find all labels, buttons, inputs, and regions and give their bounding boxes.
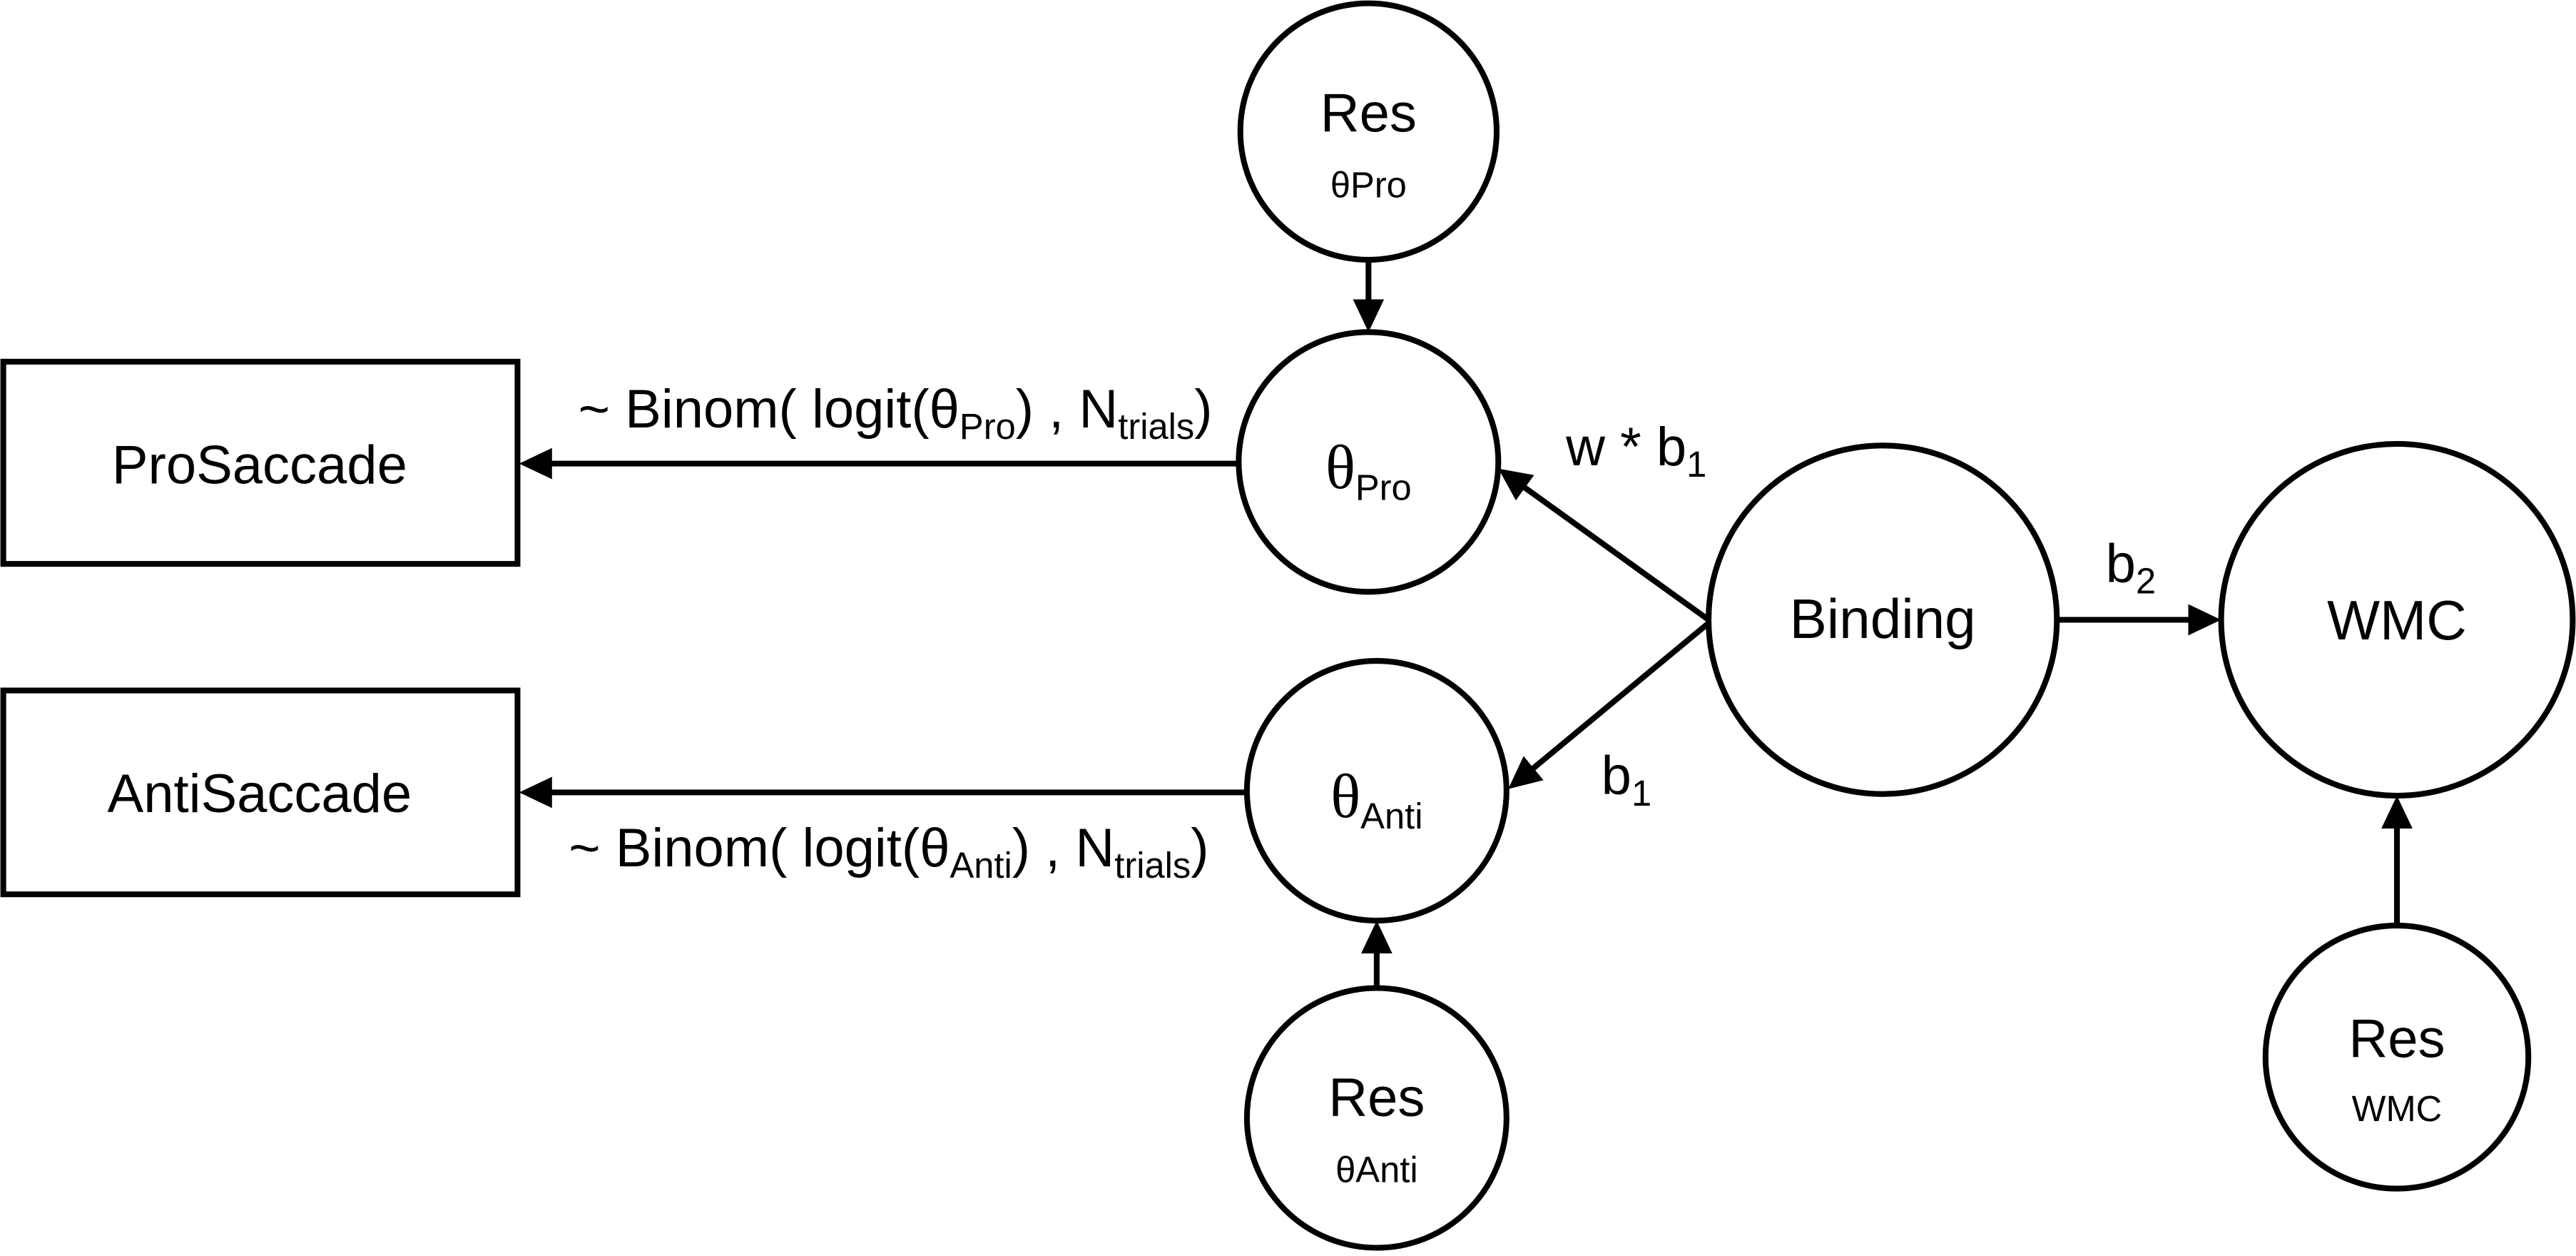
- edge-label-pro-middle: ) , N: [1016, 379, 1119, 440]
- edge-label-pro-n-sub: trials: [1118, 406, 1194, 447]
- prosaccade-label: ProSaccade: [112, 435, 407, 495]
- binding-node: Binding: [1706, 442, 2060, 797]
- edge-label-b1-sub: 1: [1631, 773, 1651, 814]
- antisaccade-node: AntiSaccade: [0, 687, 521, 898]
- antisaccade-box: [0, 687, 521, 898]
- edge-label-anti-n-sub: trials: [1114, 845, 1191, 886]
- theta-anti-subscript: Anti: [1360, 796, 1422, 836]
- res-theta-anti-node: Res θAnti: [1243, 985, 1510, 1251]
- res-wmc-label: Res: [2348, 1008, 2445, 1069]
- res-theta-pro-label: Res: [1320, 83, 1417, 143]
- edge-label-w-b1: w * b1: [1565, 417, 1706, 485]
- theta-anti-label: θAnti: [1330, 761, 1422, 836]
- edge-label-anti-prefix: ~ Binom( logit(θ: [569, 818, 950, 878]
- antisaccade-label: AntiSaccade: [108, 764, 412, 824]
- theta-anti-node: θAnti: [1243, 658, 1510, 924]
- edge-binding-to-theta-anti: [1508, 620, 1711, 789]
- edge-binding-to-theta-pro: [1498, 468, 1711, 622]
- theta-pro-symbol: θ: [1325, 432, 1355, 502]
- wmc-node: WMC: [2218, 440, 2576, 799]
- theta-anti-symbol: θ: [1330, 761, 1360, 831]
- edge-label-anti-suffix: ): [1191, 818, 1208, 878]
- res-theta-pro-sublabel: θPro: [1330, 164, 1407, 205]
- edge-label-w-b1-main: w * b: [1565, 417, 1686, 477]
- edge-label-anti-binomial: ~ Binom( logit(θAnti) , Ntrials): [569, 818, 1208, 886]
- theta-pro-subscript: Pro: [1355, 467, 1412, 507]
- res-wmc-node: Res WMC: [2262, 922, 2532, 1192]
- prosaccade-node: ProSaccade: [0, 358, 521, 567]
- prosaccade-box: [0, 358, 521, 567]
- edge-label-b1-main: b: [1602, 746, 1631, 806]
- edge-label-pro-theta-sub: Pro: [959, 406, 1016, 447]
- theta-pro-node: θPro: [1236, 329, 1502, 595]
- edge-label-b2-sub: 2: [2136, 561, 2156, 602]
- edge-label-pro-prefix: ~ Binom( logit(θ: [579, 379, 959, 440]
- res-theta-anti-sublabel: θAnti: [1335, 1149, 1417, 1190]
- wmc-label: WMC: [2327, 589, 2467, 652]
- binding-circle: [1706, 442, 2060, 797]
- edge-label-b2: b2: [2106, 533, 2156, 601]
- edge-label-w-b1-sub: 1: [1686, 444, 1706, 485]
- theta-pro-circle: [1236, 329, 1502, 595]
- res-theta-pro-node: Res θPro: [1237, 0, 1500, 263]
- res-wmc-sublabel: WMC: [2352, 1088, 2443, 1129]
- theta-anti-circle: [1243, 658, 1510, 924]
- res-wmc-circle: [2262, 922, 2532, 1192]
- res-theta-anti-label: Res: [1328, 1068, 1425, 1128]
- wmc-circle: [2218, 440, 2576, 799]
- edge-label-b2-main: b: [2106, 533, 2136, 594]
- edge-label-b1: b1: [1602, 746, 1651, 814]
- res-theta-pro-circle: [1237, 0, 1500, 263]
- res-theta-anti-circle: [1243, 985, 1510, 1251]
- edge-label-pro-suffix: ): [1194, 379, 1212, 440]
- binding-label: Binding: [1790, 587, 1976, 650]
- theta-pro-label: θPro: [1325, 432, 1412, 507]
- edge-label-anti-middle: ) , N: [1012, 818, 1115, 878]
- edge-label-anti-theta-sub: Anti: [950, 845, 1012, 886]
- edge-label-pro-binomial: ~ Binom( logit(θPro) , Ntrials): [579, 379, 1213, 447]
